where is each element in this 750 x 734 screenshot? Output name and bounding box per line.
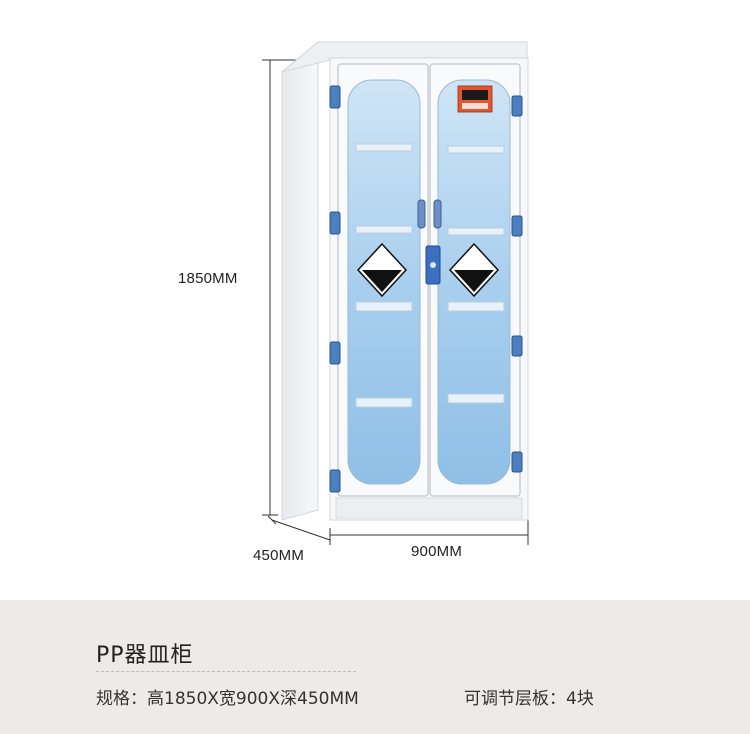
corrosive-label-left <box>356 242 408 298</box>
depth-dimension-label: 450MM <box>253 547 305 564</box>
spec-shelves: 可调节层板：4块 <box>464 689 594 709</box>
product-title: PP器皿柜 <box>96 643 194 668</box>
cabinet-base <box>335 497 523 519</box>
corrosive-label-right <box>448 242 500 298</box>
warning-sign <box>457 85 493 113</box>
width-dimension-line <box>329 520 529 545</box>
cabinet-illustration <box>262 40 529 545</box>
door-handles <box>417 199 442 229</box>
hinges <box>329 85 523 493</box>
spec-size: 规格：高1850X宽900X深450MM <box>96 689 359 709</box>
shelves <box>355 143 505 408</box>
width-dimension-label: 900MM <box>411 543 463 560</box>
height-dimension-label: 1850MM <box>178 270 238 287</box>
title-divider <box>96 671 356 672</box>
door-lock <box>425 245 441 285</box>
product-image-area: 1850MM 450MM 900MM <box>178 40 529 564</box>
product-info-panel <box>0 600 750 734</box>
depth-dimension-line <box>267 515 331 541</box>
cabinet-side-panel <box>281 40 319 521</box>
cabinet-top-panel <box>281 41 528 73</box>
